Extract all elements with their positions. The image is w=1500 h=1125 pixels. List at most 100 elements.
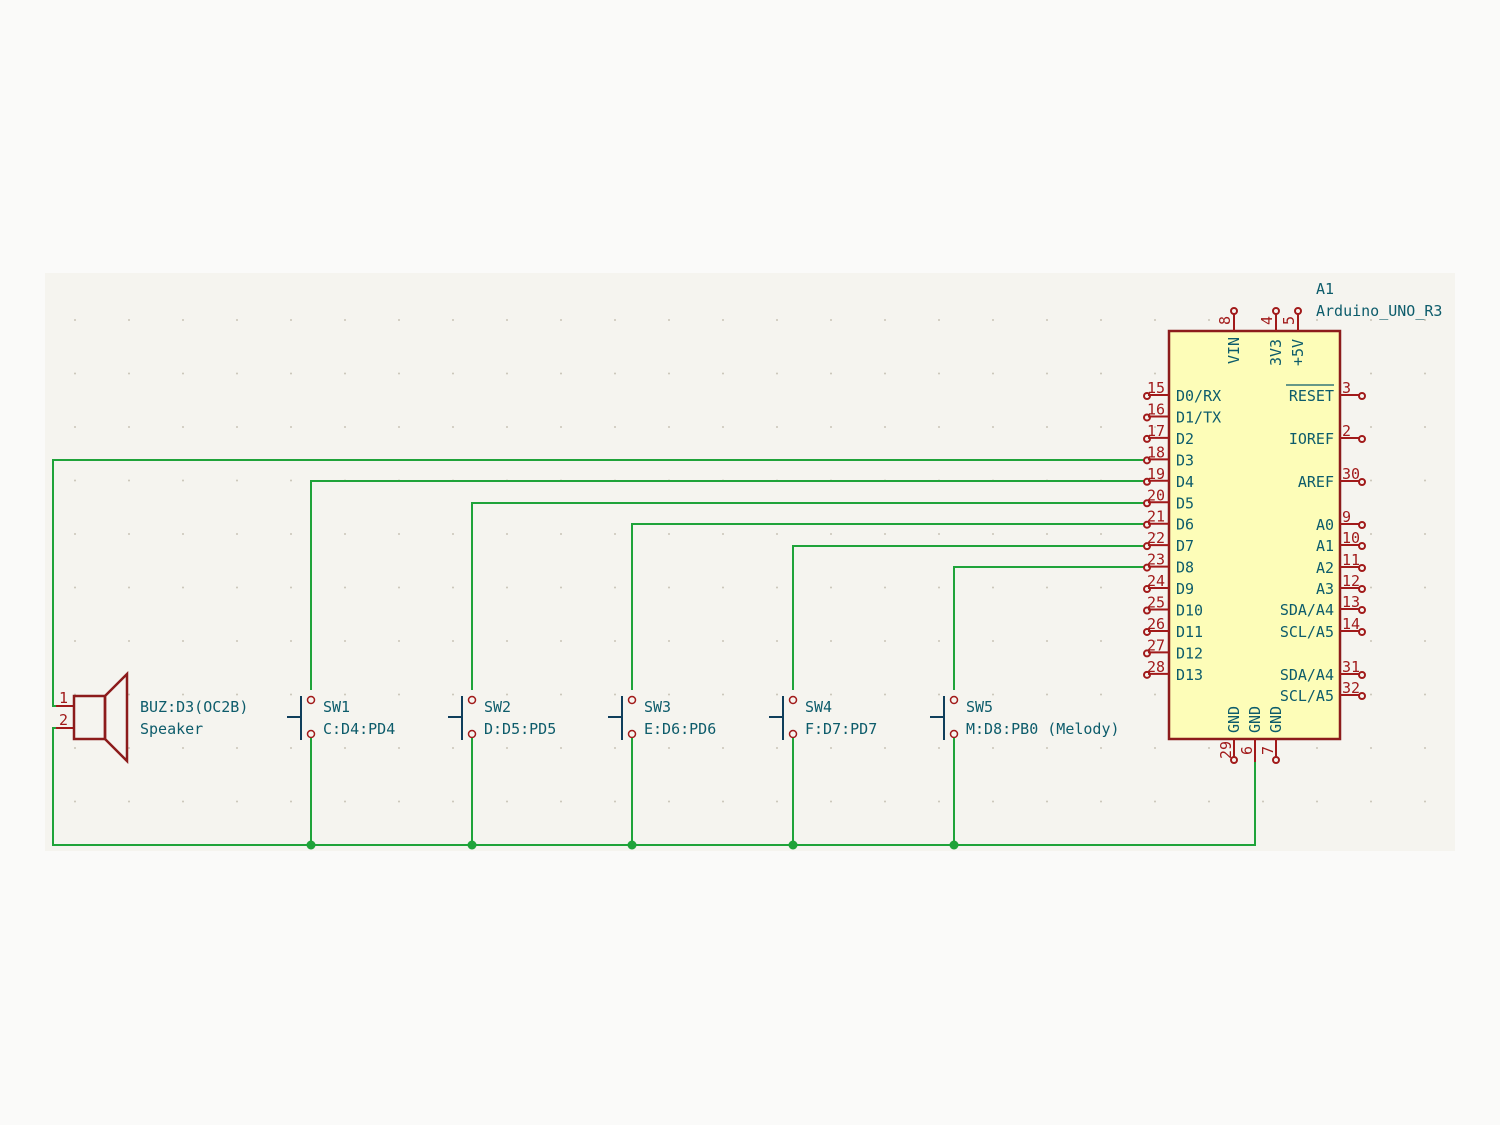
grid-dot bbox=[1424, 586, 1426, 589]
grid-dot bbox=[668, 747, 670, 749]
arduino-pin-number: 14 bbox=[1342, 615, 1360, 633]
grid-dot bbox=[830, 319, 832, 321]
grid-dot bbox=[1316, 747, 1318, 749]
switch-contact-bottom bbox=[788, 729, 798, 739]
grid-dot bbox=[290, 693, 292, 696]
grid-dot bbox=[560, 372, 562, 375]
arduino-pin-end bbox=[1143, 434, 1151, 443]
grid-dot bbox=[776, 693, 778, 696]
grid-dot bbox=[344, 533, 346, 535]
grid-dot bbox=[1370, 372, 1372, 375]
grid-dot bbox=[290, 426, 292, 428]
grid-dot bbox=[506, 372, 508, 375]
junction-sw3 bbox=[627, 840, 637, 850]
grid-dot bbox=[506, 319, 508, 321]
arduino-pin-name: D7 bbox=[1176, 537, 1194, 555]
junction-sw5 bbox=[949, 840, 959, 850]
grid-dot bbox=[614, 640, 616, 642]
switch-contact-top bbox=[788, 695, 798, 705]
grid-dot bbox=[668, 640, 670, 642]
grid-dot bbox=[1370, 747, 1372, 749]
grid-dot bbox=[182, 640, 184, 642]
grid-dot bbox=[128, 640, 130, 642]
arduino-pin-number: 9 bbox=[1342, 508, 1351, 526]
grid-dot bbox=[1046, 693, 1048, 696]
grid-dot bbox=[236, 640, 238, 642]
grid-dot bbox=[560, 533, 562, 535]
grid-dot bbox=[1208, 319, 1210, 321]
arduino-pin-name: SDA/A4 bbox=[1280, 666, 1334, 684]
grid-dot bbox=[506, 800, 508, 803]
pin-name-gnd-6: GND bbox=[1246, 706, 1264, 733]
grid-dot bbox=[830, 747, 832, 749]
grid-dot bbox=[344, 586, 346, 589]
pin-name-gnd-7: GND bbox=[1267, 706, 1285, 733]
grid-dot bbox=[1424, 693, 1426, 696]
arduino-bottom-pins: 29 GND 6 GND 7 GND bbox=[1217, 706, 1285, 764]
arduino-pin-end bbox=[1143, 499, 1151, 508]
grid-dot bbox=[290, 479, 292, 482]
grid-dot bbox=[776, 533, 778, 535]
arduino-pin-name: SCL/A5 bbox=[1280, 623, 1334, 641]
grid-dot bbox=[1046, 747, 1048, 749]
grid-dot bbox=[236, 426, 238, 428]
switch-contact-top bbox=[949, 695, 959, 705]
grid-dot bbox=[938, 372, 940, 375]
grid-dot bbox=[1154, 747, 1156, 749]
arduino-pin-end bbox=[1143, 627, 1151, 636]
grid-dot bbox=[182, 426, 184, 428]
grid-dot bbox=[560, 693, 562, 696]
pin-name-vin: VIN bbox=[1225, 337, 1243, 364]
grid-dot bbox=[830, 533, 832, 535]
grid-dot bbox=[884, 319, 886, 321]
grid-dot bbox=[884, 800, 886, 803]
grid-dot bbox=[722, 800, 724, 803]
grid-dot bbox=[722, 747, 724, 749]
wire-d3-speaker bbox=[52, 459, 1145, 707]
grid-dot bbox=[344, 747, 346, 749]
grid-dot bbox=[1316, 800, 1318, 803]
wire-d8-sw5 bbox=[953, 566, 1145, 690]
arduino-pin-name: D12 bbox=[1176, 644, 1203, 662]
grid-dot bbox=[1424, 479, 1426, 482]
grid-dot bbox=[452, 533, 454, 535]
grid-dot bbox=[992, 586, 994, 589]
grid-dot bbox=[128, 426, 130, 428]
pin-num-vin: 8 bbox=[1216, 316, 1234, 325]
grid-dot bbox=[884, 533, 886, 535]
arduino-pin-end bbox=[1358, 542, 1366, 550]
grid-dot bbox=[506, 586, 508, 589]
grid-dot bbox=[344, 372, 346, 375]
grid-dot bbox=[1046, 372, 1048, 375]
speaker-symbol[interactable]: 1 2 BUZ:D3(OC2B) Speaker bbox=[56, 670, 248, 765]
wires bbox=[52, 459, 1256, 846]
grid-dot bbox=[614, 800, 616, 803]
switch-contact-bottom bbox=[627, 729, 637, 739]
switch-ref: SW5 bbox=[966, 698, 993, 716]
arduino-pin-name: A3 bbox=[1316, 580, 1334, 598]
junction-sw2 bbox=[467, 840, 477, 850]
grid-dot bbox=[938, 319, 940, 321]
switch-ref: SW3 bbox=[644, 698, 671, 716]
grid-dots bbox=[74, 319, 1426, 803]
grid-dot bbox=[668, 533, 670, 535]
grid-dot bbox=[614, 319, 616, 321]
arduino-pin-name: D11 bbox=[1176, 623, 1203, 641]
grid-dot bbox=[668, 693, 670, 696]
grid-dot bbox=[722, 426, 724, 428]
wire-d5-sw2 bbox=[471, 502, 1145, 690]
wire-ground-bus bbox=[52, 727, 1256, 846]
grid-dot bbox=[560, 319, 562, 321]
grid-dot bbox=[74, 640, 76, 642]
grid-dot bbox=[1262, 747, 1264, 749]
grid-dot bbox=[1370, 426, 1372, 428]
grid-dot bbox=[884, 693, 886, 696]
